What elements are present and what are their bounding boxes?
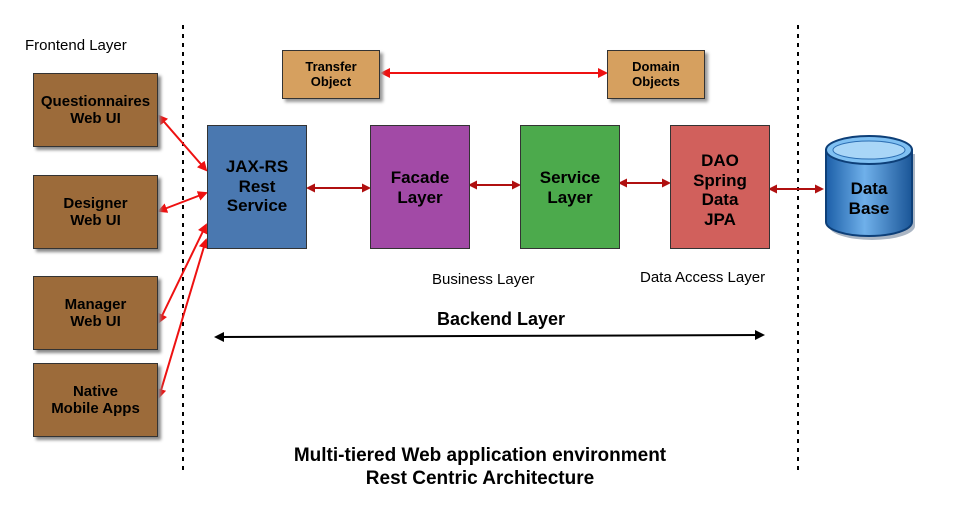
manager-web-ui-box: Manager Web UI [33, 276, 158, 350]
service-layer-label: Service Layer [539, 168, 601, 207]
service-layer-box: Service Layer [520, 125, 620, 249]
database-label-wrap: Data Base [826, 176, 912, 222]
caption-line-1: Multi-tiered Web application environment [293, 445, 667, 466]
arrow-questionnaires-jaxrs [157, 114, 208, 172]
domain-objects-label: Domain Objects [632, 58, 680, 89]
transfer-object-label: Transfer Object [305, 58, 357, 89]
native-mobile-apps-label: Native Mobile Apps [51, 382, 140, 417]
domain-objects-box: Domain Objects [607, 50, 705, 99]
dao-spring-data-jpa-box: DAO Spring Data JPA [670, 125, 770, 249]
backend-layer-label: Backend Layer [437, 309, 566, 329]
frontend-layer-label: Frontend Layer [25, 37, 127, 54]
backend-span-arrow [214, 330, 765, 342]
arrow-designer-jaxrs [157, 191, 208, 213]
dao-spring-data-jpa-label: DAO Spring Data JPA [693, 151, 747, 229]
jax-rs-rest-service-label: JAX-RS Rest Service [225, 157, 289, 216]
jax-rs-rest-service-box: JAX-RS Rest Service [207, 125, 307, 249]
designer-web-ui-box: Designer Web UI [33, 175, 158, 249]
caption-line-2: Rest Centric Architecture [365, 468, 595, 489]
database-cylinder [825, 135, 915, 240]
facade-layer-box: Facade Layer [370, 125, 470, 249]
manager-web-ui-label: Manager Web UI [64, 295, 127, 330]
transfer-object-box: Transfer Object [282, 50, 380, 99]
arrow-mobile-jaxrs [156, 238, 209, 399]
designer-web-ui-label: Designer Web UI [63, 194, 128, 229]
data-access-layer-label: Data Access Layer [640, 269, 766, 286]
questionnaires-web-ui-label: Questionnaires Web UI [40, 92, 151, 127]
business-layer-label: Business Layer [432, 271, 535, 288]
native-mobile-apps-box: Native Mobile Apps [33, 363, 158, 437]
database-label: Data Base [848, 179, 890, 218]
facade-layer-label: Facade Layer [390, 168, 450, 207]
questionnaires-web-ui-box: Questionnaires Web UI [33, 73, 158, 147]
